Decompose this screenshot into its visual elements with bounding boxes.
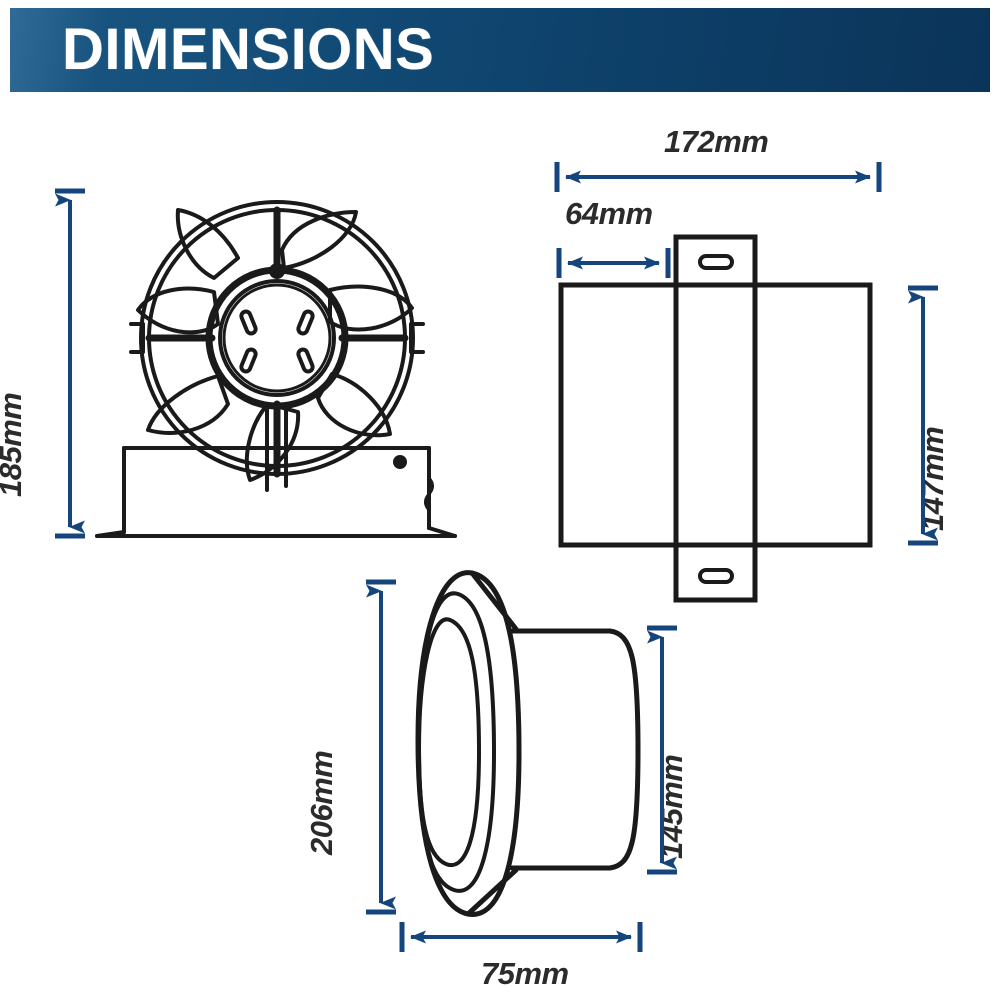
front-view-fan	[95, 200, 457, 538]
dimension-64mm	[556, 248, 671, 278]
fan-hub-face	[222, 283, 332, 393]
fan-housing-inner-ring	[147, 208, 407, 468]
fan-hub-top-boss	[269, 263, 285, 279]
dimension-206mm	[366, 579, 396, 915]
side-view-cover	[415, 570, 641, 917]
fan-support-struts	[145, 206, 409, 478]
fan-hub-outer-ring	[205, 266, 349, 410]
fan-housing-side-tabs	[129, 322, 425, 354]
fan-housing-outer-ring	[139, 200, 415, 476]
cover-to-spigot-bottom	[465, 867, 519, 917]
cover-ring-inner	[417, 617, 481, 868]
duct-mounting-strap	[673, 234, 758, 603]
dimension-label-64mm: 64mm	[565, 196, 653, 231]
dimension-185mm	[55, 188, 85, 539]
dimension-label-147mm: 147mm	[915, 426, 950, 531]
fan-hub-vent-slots	[239, 309, 315, 374]
fan-motor-wire	[265, 402, 288, 492]
top-view-duct	[558, 234, 873, 603]
duct-slot-hole-top	[698, 254, 734, 270]
duct-slot-hole-bottom	[698, 568, 734, 584]
fan-base-bracket	[95, 446, 457, 538]
dimension-75mm	[399, 922, 643, 952]
dimension-label-185mm: 185mm	[0, 392, 28, 497]
cover-flange-outer	[415, 570, 522, 917]
fan-impeller-blades	[136, 208, 414, 482]
dimension-label-145mm: 145mm	[654, 754, 689, 859]
dimension-label-172mm: 172mm	[664, 124, 769, 159]
dimension-172mm	[554, 162, 882, 192]
cover-ring-middle	[417, 591, 496, 893]
dimension-label-75mm: 75mm	[481, 956, 569, 991]
bracket-screw-dot	[393, 455, 407, 469]
cover-to-spigot-top	[469, 570, 519, 632]
fan-hub-inner-ring	[218, 279, 336, 397]
header-banner: DIMENSIONS	[10, 8, 990, 92]
dimension-label-206mm: 206mm	[304, 750, 339, 855]
duct-body-rect	[558, 282, 873, 548]
page-title: DIMENSIONS	[62, 17, 435, 82]
spigot-end-cap	[607, 628, 641, 871]
